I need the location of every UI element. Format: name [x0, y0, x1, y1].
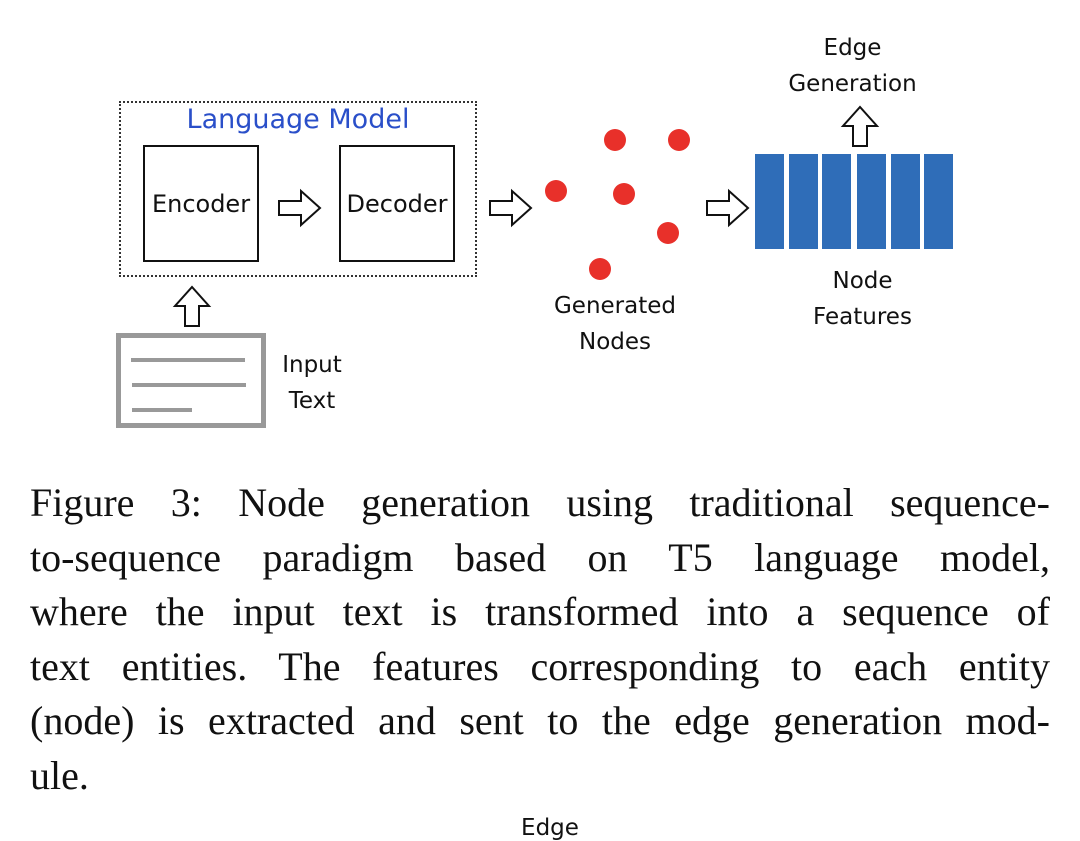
encoder-block: Encoder	[143, 145, 259, 262]
node-features-label-line: Node	[832, 268, 893, 294]
generated-node	[657, 222, 679, 244]
node-feature-bar	[822, 154, 851, 249]
edge-generation-label-line: Generation	[788, 71, 917, 97]
generated-node	[668, 129, 690, 151]
language-model-frame	[119, 101, 477, 277]
decoder-block: Decoder	[339, 145, 455, 262]
generated-node	[545, 180, 567, 202]
arrow-right-icon	[706, 188, 750, 228]
arrow-up-icon	[840, 105, 880, 147]
generated-nodes	[545, 129, 690, 280]
input-text-label: Input Text	[276, 347, 348, 419]
document-line	[132, 408, 192, 412]
caption-line: (node) is extracted and sent to the edge…	[30, 698, 1050, 743]
input-text-label-line: Text	[288, 388, 336, 414]
node-features	[755, 154, 953, 249]
caption-line: to-sequence paradigm based on T5 languag…	[30, 534, 1050, 580]
node-feature-bar	[857, 154, 886, 249]
generated-nodes-label-line: Nodes	[578, 329, 651, 355]
node-feature-bar	[789, 154, 818, 249]
document-line	[131, 358, 245, 362]
generated-nodes-label: Generated Nodes	[535, 288, 695, 360]
figure-caption: Figure 3: Node generation using traditio…	[30, 476, 1050, 803]
arrow-right-icon	[489, 188, 533, 228]
generated-node	[589, 258, 611, 280]
node-features-label-line: Features	[813, 304, 912, 330]
generated-nodes-label-line: Generated	[553, 293, 677, 319]
edge-generation-label: Edge Generation	[770, 30, 935, 102]
node-feature-bar	[755, 154, 784, 249]
caption-line: text entities. The features correspondin…	[30, 643, 1050, 689]
generated-node	[613, 183, 635, 205]
document-line	[132, 383, 246, 387]
arrow-up-icon	[172, 285, 212, 327]
node-feature-bar	[891, 154, 920, 249]
next-figure-partial-label: Edge	[521, 815, 579, 841]
node-features-label: Node Features	[790, 263, 935, 335]
generated-node	[604, 129, 626, 151]
language-model-title: Language Model	[186, 104, 410, 135]
input-document-icon	[116, 333, 266, 428]
caption-line: Figure 3: Node generation using traditio…	[30, 480, 1050, 525]
edge-generation-label-line: Edge	[823, 35, 882, 61]
input-text-label-line: Input	[282, 352, 342, 378]
node-feature-bar	[924, 154, 953, 249]
caption-line: ule.	[30, 752, 89, 798]
arrows-layer	[172, 105, 880, 327]
arrow-right-icon	[278, 188, 322, 228]
caption-line: where the input text is transformed into…	[30, 589, 1050, 634]
